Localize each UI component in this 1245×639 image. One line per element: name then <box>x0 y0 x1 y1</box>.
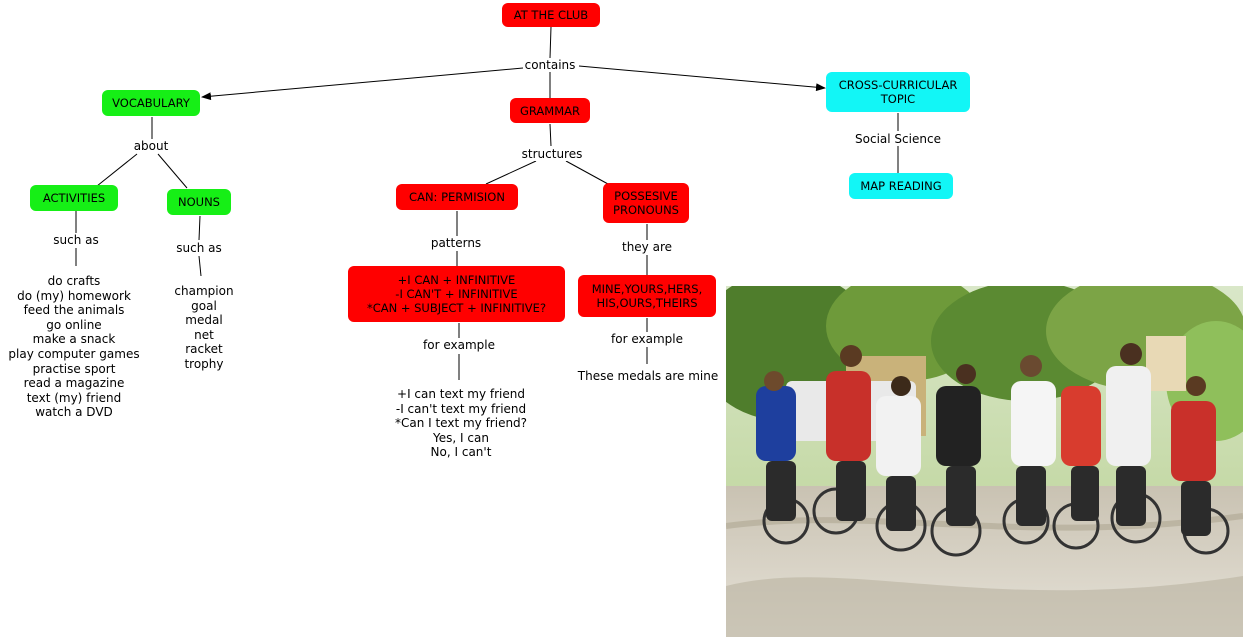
node-can-patterns[interactable]: +I CAN + INFINITIVE -I CAN'T + INFINITIV… <box>348 266 565 322</box>
list-item: champion <box>174 284 234 298</box>
list-item: do (my) homework <box>17 288 131 303</box>
list-item: read a magazine <box>23 376 125 391</box>
link-contains: contains <box>524 58 576 72</box>
cyclists-photo-icon <box>726 286 1243 637</box>
activities-list: do crafts do (my) homework feed the anim… <box>8 274 139 420</box>
list-item: racket <box>185 342 223 357</box>
list-item: practise sport <box>32 361 116 376</box>
list-item: No, I can't <box>430 445 492 460</box>
list-item: *Can I text my friend? <box>394 416 528 431</box>
link-about: about <box>133 139 169 153</box>
list-item: Yes, I can <box>433 430 489 445</box>
list-item: +I can text my friend <box>397 387 525 401</box>
node-at-the-club[interactable]: AT THE CLUB <box>502 3 600 27</box>
node-map-reading[interactable]: MAP READING <box>849 173 953 199</box>
can-examples-list: +I can text my friend -I can't text my f… <box>395 387 527 460</box>
link-for-example-can: for example <box>423 338 495 352</box>
node-activities[interactable]: ACTIVITIES <box>30 185 118 211</box>
link-they-are: they are <box>621 240 673 254</box>
node-can-permision[interactable]: CAN: PERMISION <box>396 184 518 210</box>
list-item: trophy <box>184 356 224 371</box>
list-item: do crafts <box>47 274 101 288</box>
list-item: -I can't text my friend <box>395 401 527 416</box>
node-vocabulary[interactable]: VOCABULARY <box>102 90 200 116</box>
cyclists-photo <box>726 286 1243 637</box>
list-item: medal <box>185 313 223 328</box>
list-item: text (my) friend <box>26 390 122 405</box>
node-nouns[interactable]: NOUNS <box>167 189 231 215</box>
link-patterns: patterns <box>430 236 482 250</box>
pronoun-example: These medals are mine <box>577 369 719 383</box>
link-such-as-nouns: such as <box>176 241 222 255</box>
link-such-as-activities: such as <box>53 233 99 247</box>
nouns-list: champion goal medal net racket trophy <box>174 284 233 372</box>
link-structures: structures <box>521 147 583 161</box>
list-item: feed the animals <box>23 303 125 318</box>
node-possesive-pronouns[interactable]: POSSESIVE PRONOUNS <box>603 183 689 223</box>
node-cross-curricular-topic[interactable]: CROSS-CURRICULAR TOPIC <box>826 72 970 112</box>
node-grammar[interactable]: GRAMMAR <box>510 98 590 123</box>
list-item: play computer games <box>8 346 140 361</box>
list-item: make a snack <box>32 332 116 347</box>
list-item: net <box>194 327 214 342</box>
list-item: goal <box>191 298 217 313</box>
link-for-example-pronouns: for example <box>611 332 683 346</box>
node-pronouns-list[interactable]: MINE,YOURS,HERS, HIS,OURS,THEIRS <box>578 275 716 317</box>
list-item: watch a DVD <box>35 405 113 420</box>
list-item: go online <box>46 317 102 332</box>
link-social-science: Social Science <box>855 132 941 146</box>
